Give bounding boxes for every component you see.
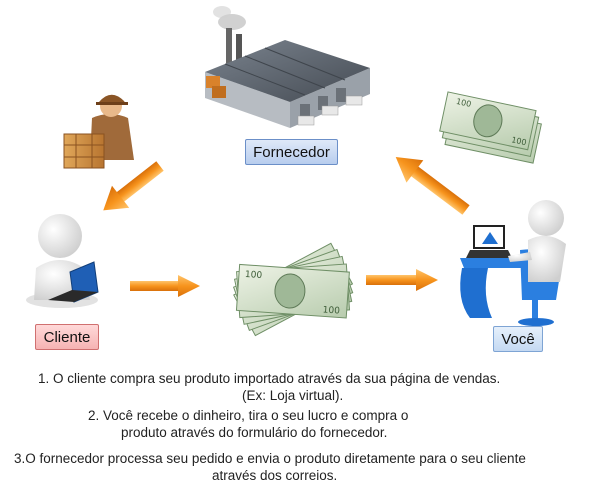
cliente-label: Cliente (35, 324, 99, 350)
delivery-person-icon (63, 94, 134, 169)
step-2-line-1: 2. Você recebe o dinheiro, tira o seu lu… (88, 408, 409, 423)
crate-icon (63, 133, 105, 169)
fornecedor-label: Fornecedor (245, 139, 338, 165)
step-3-line-2: através dos correios. (212, 468, 338, 483)
money-fan-icon: 100 100 (232, 242, 354, 337)
svg-text:100: 100 (322, 305, 340, 316)
laptop-icon (466, 225, 512, 258)
step-1-line-2: (Ex: Loja virtual). (242, 388, 344, 403)
svg-text:100: 100 (511, 135, 528, 147)
svg-text:100: 100 (245, 270, 263, 281)
arrow-voce-to-fornecedor (395, 157, 470, 215)
step-3-line-1: 3.O fornecedor processa seu pedido e env… (14, 451, 526, 466)
step-1-line-1: 1. O cliente compra seu produto importad… (38, 371, 501, 386)
arrow-money-to-voce (366, 269, 438, 291)
voce-label: Você (493, 326, 543, 352)
warehouse-icon (205, 6, 370, 128)
arrow-cliente-to-money (130, 275, 200, 297)
arrow-fornecedor-to-cliente (103, 161, 164, 211)
svg-text:100: 100 (455, 97, 472, 109)
laptop-icon (48, 261, 99, 303)
money-stack-icon: 100 100 (439, 91, 542, 164)
step-2-line-2: produto através do formulário do fornece… (121, 425, 388, 440)
client-person-icon (26, 214, 99, 308)
you-person-icon (460, 200, 566, 326)
